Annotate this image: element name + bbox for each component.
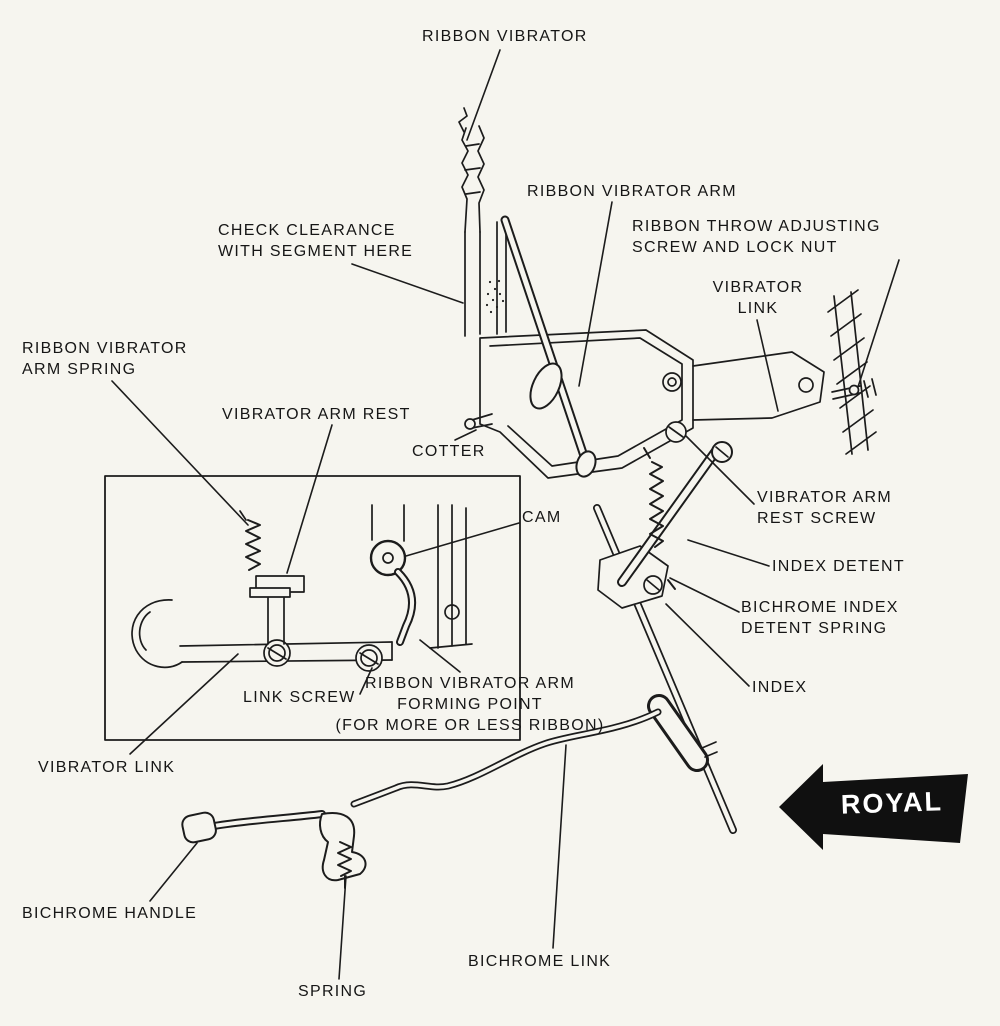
bichrome-handle-part bbox=[181, 810, 367, 889]
cotter-part bbox=[464, 413, 493, 430]
label-cam: CAM bbox=[522, 509, 562, 526]
index-detent-part bbox=[617, 441, 733, 587]
shading-stipple bbox=[485, 279, 505, 314]
bichrome-link-part bbox=[350, 708, 662, 808]
inset-detail-box bbox=[104, 475, 521, 741]
leader-lines bbox=[111, 49, 900, 980]
inset-detail bbox=[131, 504, 473, 672]
label-ribbon-vibrator-arm-spring: RIBBON VIBRATOR ARM SPRING bbox=[22, 340, 188, 379]
label-forming-point: RIBBON VIBRATOR ARM FORMING POINT (FOR M… bbox=[335, 675, 605, 735]
label-link-screw: LINK SCREW bbox=[243, 689, 356, 706]
label-spring: SPRING bbox=[298, 983, 368, 1000]
ribbon-vibrator-part bbox=[458, 107, 507, 337]
index-detent-spring-part bbox=[643, 447, 676, 590]
royal-arrow bbox=[779, 764, 968, 850]
label-ribbon-vibrator-arm: RIBBON VIBRATOR ARM bbox=[527, 183, 737, 200]
label-vibrator-link-lower: VIBRATOR LINK bbox=[38, 759, 176, 776]
label-bichrome-link: BICHROME LINK bbox=[468, 953, 612, 970]
label-index-detent: INDEX DETENT bbox=[772, 558, 905, 575]
label-bichrome-handle: BICHROME HANDLE bbox=[22, 905, 198, 922]
label-ribbon-vibrator: RIBBON VIBRATOR bbox=[422, 28, 588, 45]
royal-brand-text: ROYAL bbox=[840, 786, 944, 820]
index-part bbox=[597, 545, 669, 609]
ribbon-vibrator-arm-part bbox=[500, 215, 597, 478]
label-index: INDEX bbox=[752, 679, 808, 696]
vibrator-link-part bbox=[692, 351, 877, 421]
label-bichrome-index-detent-spring: BICHROME INDEX DETENT SPRING bbox=[741, 599, 899, 638]
index-rod-collar bbox=[647, 694, 718, 772]
label-check-clearance: CHECK CLEARANCE WITH SEGMENT HERE bbox=[218, 222, 414, 261]
vibrator-arm-frame bbox=[479, 329, 694, 479]
label-ribbon-throw-adjusting-screw: RIBBON THROW ADJUSTING SCREW AND LOCK NU… bbox=[632, 218, 881, 257]
label-cotter: COTTER bbox=[412, 443, 486, 460]
label-vibrator-arm-rest-screw: VIBRATOR ARM REST SCREW bbox=[757, 489, 893, 528]
segment-hatching bbox=[827, 289, 877, 455]
label-vibrator-link-upper: VIBRATOR LINK bbox=[712, 279, 804, 318]
label-vibrator-arm-rest: VIBRATOR ARM REST bbox=[222, 406, 411, 423]
